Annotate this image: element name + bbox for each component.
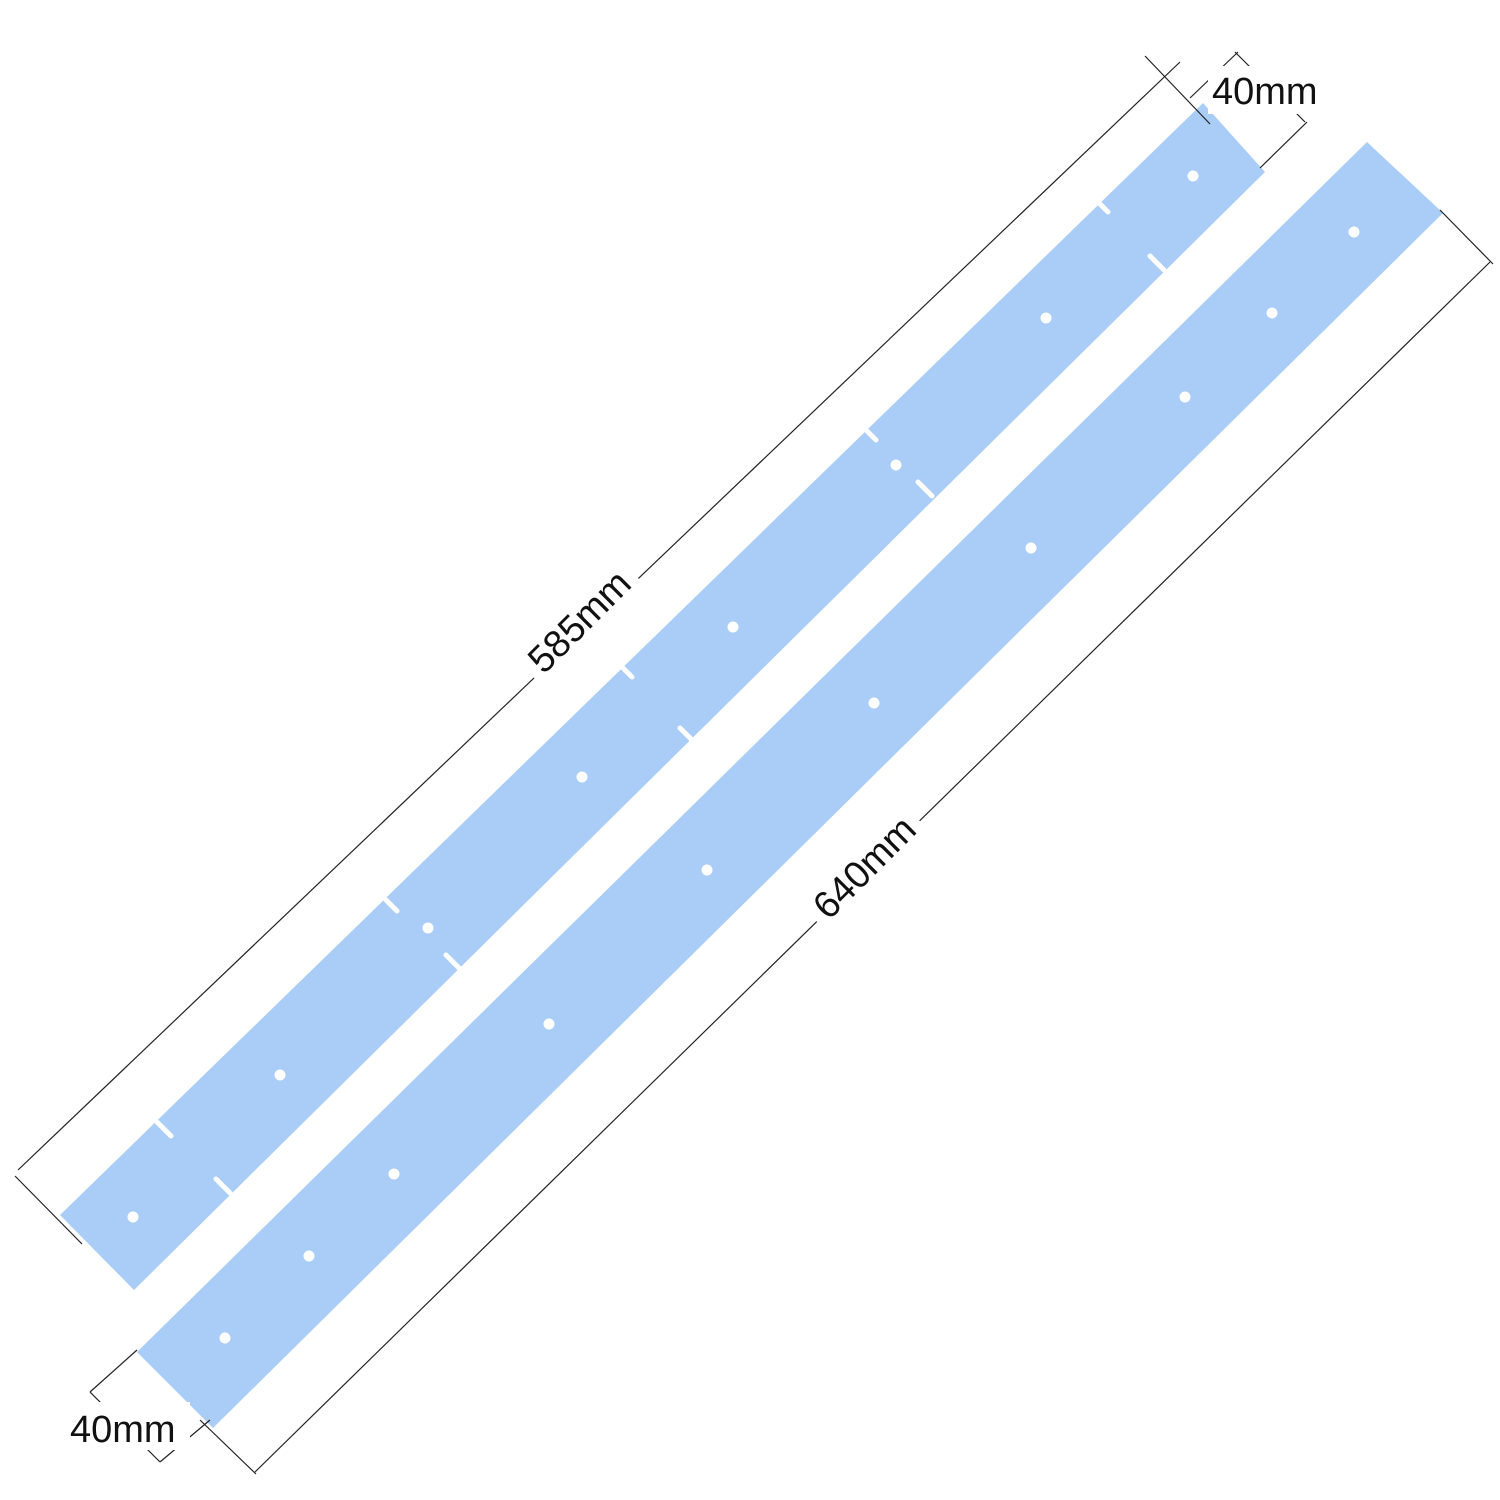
short-strip-slot (1147, 253, 1167, 273)
short-strip-slot (380, 894, 400, 914)
long-strip (137, 142, 1443, 1428)
short-strip-slot (443, 952, 463, 972)
short-strip-slot (213, 1176, 233, 1196)
extension-line-40-bottom-a (89, 1349, 138, 1393)
short-strip-hole (890, 459, 902, 471)
long-strip-hole (388, 1168, 400, 1180)
extension-line-40-top-b (1259, 121, 1308, 169)
extension-line-640-top (1439, 209, 1494, 265)
short-strip-slot (154, 1119, 174, 1139)
short-strip-hole (727, 621, 739, 633)
short-strip-hole (422, 922, 434, 934)
long-strip-hole (219, 1332, 231, 1344)
short-strip-hole (127, 1211, 139, 1223)
long-strip-hole (543, 1018, 555, 1030)
extension-line-585-top (1144, 55, 1211, 125)
long-strip-hole (701, 864, 713, 876)
label-bg-585 (509, 551, 647, 689)
long-strip-hole (1266, 307, 1278, 319)
short-strip-hole (576, 771, 588, 783)
long-strip-hole (1025, 542, 1037, 554)
label-bg-40-top (1208, 66, 1330, 114)
label-bg-640 (794, 797, 932, 935)
long-strip-hole (303, 1250, 315, 1262)
short-strip-hole (1187, 170, 1199, 182)
long-strip-hole (1348, 226, 1360, 238)
short-strip-slot (915, 479, 935, 499)
width-label-bottom: 40mm (70, 1409, 176, 1451)
long-strip-hole (868, 697, 880, 709)
extension-line-640-bottom (199, 1419, 257, 1475)
long-strip-hole (1179, 391, 1191, 403)
short-strip-slot (1091, 195, 1111, 215)
long-strip-features (219, 226, 1360, 1344)
short-strip-slot (859, 423, 879, 443)
short-strip-features (127, 170, 1199, 1223)
extension-line-585-bottom (14, 1175, 83, 1245)
width-label-top: 40mm (1212, 71, 1318, 113)
label-bg-40-bottom (68, 1402, 190, 1450)
short-strip-slot (615, 660, 635, 680)
short-strip-slot (677, 725, 697, 745)
short-strip (60, 103, 1265, 1290)
short-strip-hole (274, 1069, 286, 1081)
short-strip-hole (1040, 312, 1052, 324)
